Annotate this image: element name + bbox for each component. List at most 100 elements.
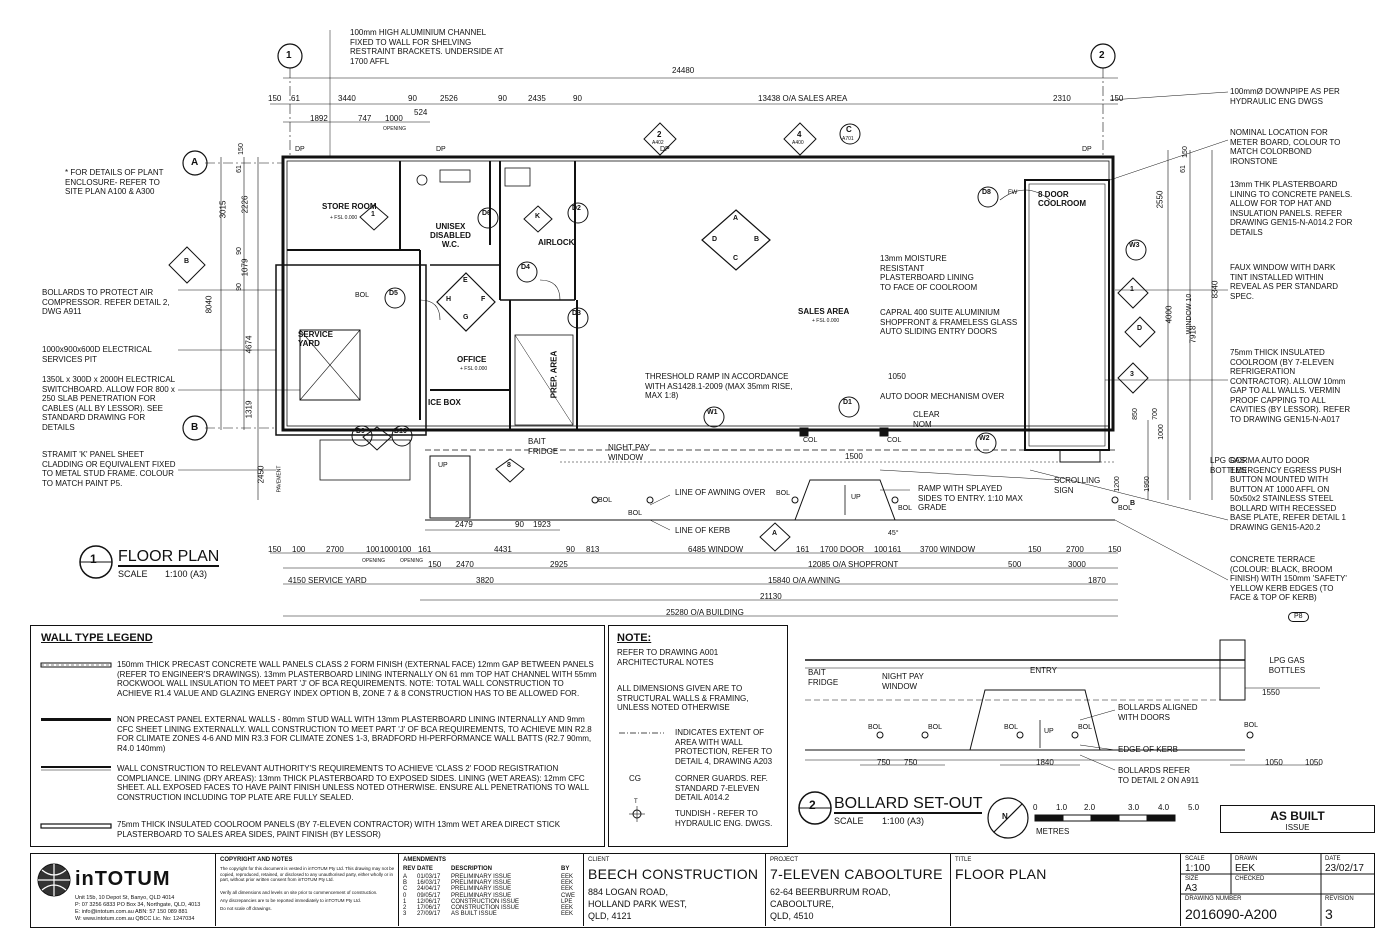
- dim-90-left-b: 90: [235, 283, 243, 291]
- tb-dwgno: 2016090-A200: [1185, 906, 1277, 922]
- dim-1000: 1000: [385, 114, 403, 123]
- tag-elevation-c-ref: A701: [842, 136, 854, 142]
- client-label: CLIENT: [588, 857, 610, 863]
- bollard-dim-1840: 1840: [1036, 758, 1054, 767]
- tb-drawn: EEK: [1235, 863, 1256, 874]
- notes-symbols: [619, 732, 664, 822]
- label-bol-6: BOL: [355, 292, 370, 299]
- dim-3015: 3015: [218, 200, 228, 219]
- label-dp-4: DP: [1082, 146, 1092, 153]
- tag-door-d2: D2: [572, 205, 581, 212]
- note-stramit-cladding: STRAMIT 'K' PANEL SHEET CLADDING OR EQUI…: [42, 450, 176, 488]
- dim-2479: 2479: [455, 520, 473, 529]
- bollard-ref-number: 2: [809, 798, 816, 812]
- note-bollards-compressor: BOLLARDS TO PROTECT AIR COMPRESSOR. REFE…: [42, 288, 170, 316]
- tb-scale-label: SCALE: [1185, 856, 1205, 862]
- label-ramp-splayed: RAMP WITH SPLAYED SIDES TO ENTRY. 1:10 M…: [918, 484, 1023, 512]
- tag-window-w2: W2: [979, 435, 990, 442]
- copyright-text2: Verify all dimensions and levels on site…: [220, 890, 378, 895]
- diamond-h: H: [446, 296, 452, 303]
- bollard-up: UP: [1044, 728, 1054, 735]
- bollard-bol-4: BOL: [1078, 724, 1093, 731]
- company-contact: Unit 15b, 10 Depot St, Banyo, QLD 4014 P…: [75, 895, 201, 922]
- bollard-bol-2: BOL: [928, 724, 943, 731]
- dim-21130: 21130: [760, 592, 782, 601]
- plan-scale-label: SCALE: [118, 569, 148, 579]
- plan-scale: 1:100 (A3): [165, 569, 208, 579]
- bollard-aligned-doors: BOLLARDS ALIGNED WITH DOORS: [1118, 703, 1198, 722]
- tb-date-label: DATE: [1325, 856, 1341, 862]
- bollard-setout-linework: [805, 639, 1320, 771]
- diamond-e: E: [463, 277, 468, 284]
- room-icebox: ICE BOX: [428, 398, 461, 407]
- room-prep-area: PREP. AREA: [549, 350, 559, 399]
- grid-label-a: A: [191, 157, 199, 168]
- tag-detail-1: 1: [371, 211, 375, 218]
- diamond-f: F: [481, 296, 486, 303]
- label-dp-3: DP: [660, 146, 670, 153]
- room-coolroom: 8 DOOR COOLROOM: [1038, 190, 1086, 208]
- tag-d-right: D: [1137, 325, 1143, 332]
- legend-item-class2: WALL CONSTRUCTION TO RELEVANT AUTHORITY'…: [117, 764, 589, 802]
- bollard-title: BOLLARD SET-OUT: [834, 795, 983, 814]
- tag-door-d9: D9: [356, 428, 365, 435]
- project-name: 7-ELEVEN CABOOLTURE: [770, 866, 943, 882]
- note-meter-board: NOMINAL LOCATION FOR METER BOARD, COLOUR…: [1230, 128, 1341, 166]
- bollard-scale: 1:100 (A3): [882, 816, 925, 826]
- label-up-ramp: UP: [851, 494, 861, 501]
- amend-header: REV DATE DESCRIPTION BY: [403, 866, 570, 872]
- dim-2226: 2226: [240, 195, 250, 214]
- tag-section-4-ref: A400: [792, 140, 804, 146]
- dim-8040: 8040: [204, 295, 214, 314]
- dim-8340: 8340: [1210, 280, 1220, 299]
- note-wall-protection: INDICATES EXTENT OF AREA WITH WALL PROTE…: [675, 728, 773, 766]
- label-lpg-plan: LPG GAS BOTTLES: [1210, 456, 1247, 475]
- dim-overall-top: 24480: [672, 66, 695, 75]
- tag-1-right: 1: [1130, 286, 1134, 293]
- cg-key: CG: [629, 774, 641, 783]
- room-store: STORE ROOM: [322, 202, 377, 211]
- title-name: FLOOR PLAN: [955, 866, 1047, 882]
- tb-project-cell: PROJECT 7-ELEVEN CABOOLTURE 62-64 BEERBU…: [766, 854, 951, 926]
- diamond-d: D: [712, 236, 718, 243]
- tag-section-2: 2: [657, 130, 662, 139]
- diamond-c: C: [733, 255, 739, 262]
- fsl-office: + FSL 0.000: [460, 366, 488, 372]
- dim-90-kerb: 90: [515, 520, 524, 529]
- bollard-night-pay: NIGHT PAY WINDOW: [882, 672, 924, 691]
- copyright-text4: Do not scale off drawings.: [220, 906, 272, 911]
- dim-bottom-row1: 150 100 2700 100 1000 100 161 4431 90 81…: [268, 545, 1122, 554]
- dim-1923: 1923: [533, 520, 551, 529]
- dim-61-left: 61: [235, 165, 243, 173]
- plan-title: FLOOR PLAN: [118, 548, 220, 567]
- grid-label-1: 1: [286, 50, 292, 61]
- label-bait-fridge: BAIT FRIDGE: [528, 437, 559, 456]
- tag-door-d6: D6: [482, 210, 491, 217]
- bollard-dim-750-a: 750: [877, 758, 891, 767]
- tag-3-right: 3: [1130, 371, 1134, 378]
- note-shelving-channel: 100mm HIGH ALUMINIUM CHANNEL FIXED TO WA…: [350, 28, 504, 66]
- dim-1319: 1319: [244, 400, 254, 419]
- label-dp-1: DP: [295, 146, 305, 153]
- logo-wordmark: inTOTUM: [75, 868, 171, 890]
- label-bol-5: BOL: [1118, 505, 1133, 512]
- status-sub: ISSUE: [1285, 823, 1310, 832]
- tb-grid-lines: [1181, 854, 1374, 926]
- dim-1200: 1200: [1113, 476, 1121, 492]
- title-block: inTOTUM Unit 15b, 10 Depot St, Banyo, QL…: [30, 853, 1375, 928]
- legend-item-coolroom: 75mm THICK INSULATED COOLROOM PANELS (BY…: [117, 820, 561, 839]
- amend-title: AMENDMENTS: [403, 857, 446, 863]
- bollard-refer-detail: BOLLARDS REFER TO DETAIL 2 ON A911: [1118, 766, 1200, 785]
- note-faux-window: FAUX WINDOW WITH DARK TINT INSTALLED WIT…: [1230, 263, 1339, 301]
- notes-title: NOTE:: [617, 632, 652, 644]
- label-up-yard: UP: [438, 462, 448, 469]
- plan-ref-number: 1: [90, 552, 97, 566]
- bollard-bol-3: BOL: [1004, 724, 1019, 731]
- bollard-entry: ENTRY: [1030, 666, 1057, 675]
